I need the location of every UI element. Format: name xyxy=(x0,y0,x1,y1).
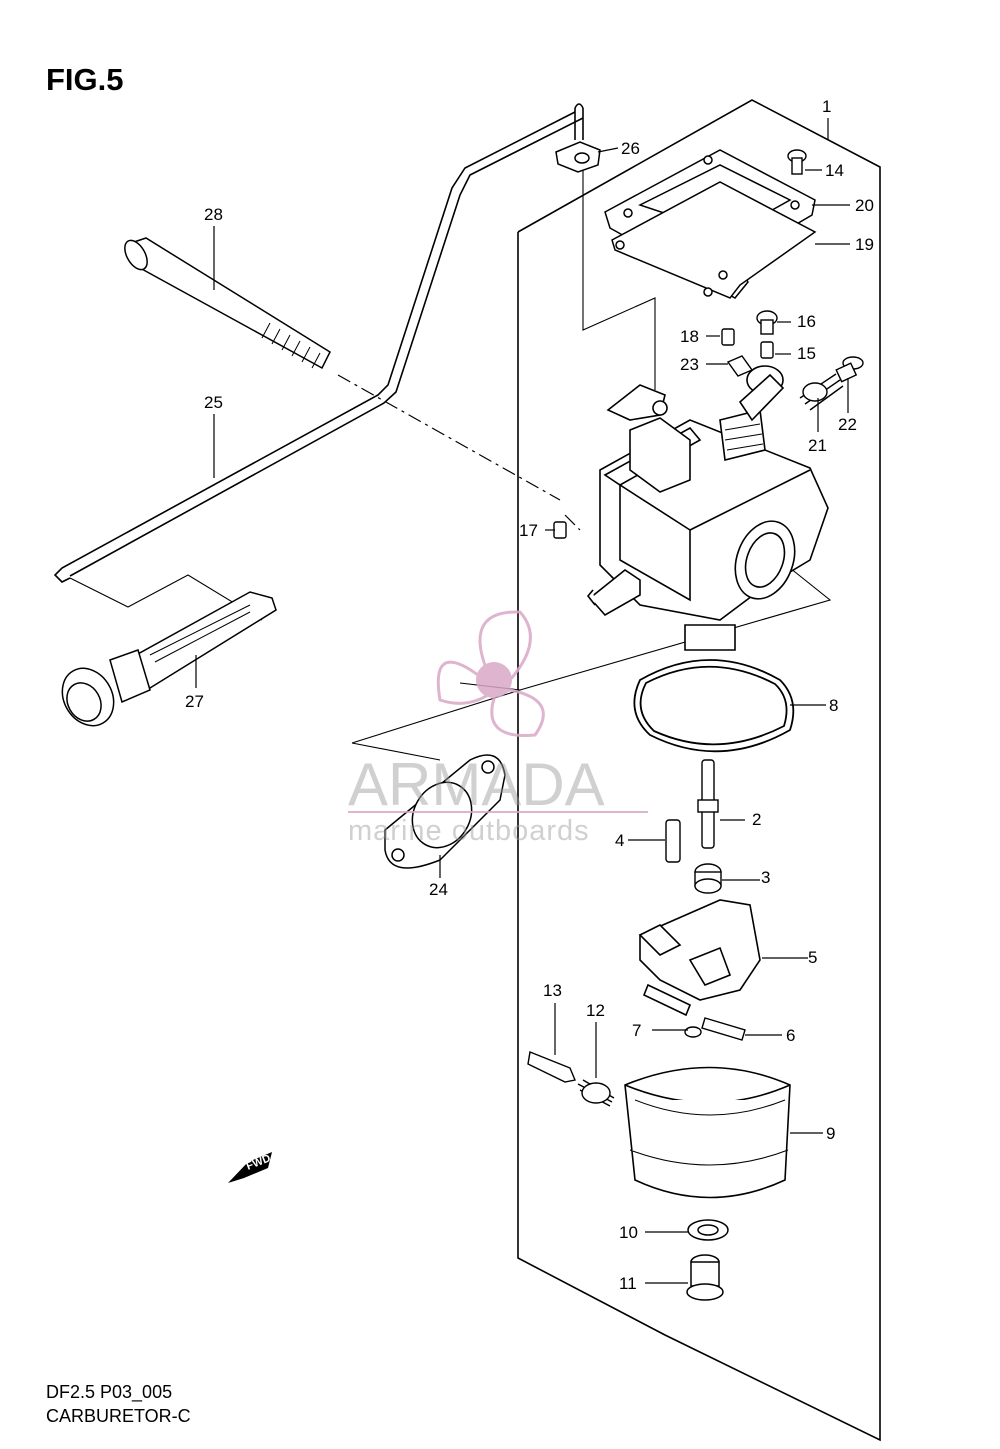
callout-16: 16 xyxy=(797,312,816,331)
clip-part xyxy=(555,141,601,173)
section-name: CARBURETOR-C xyxy=(46,1406,191,1426)
callout-28: 28 xyxy=(204,205,223,224)
callout-26: 26 xyxy=(621,139,640,158)
carburetor-body xyxy=(586,365,829,651)
callout-5: 5 xyxy=(808,948,817,967)
float-part xyxy=(638,899,761,1017)
callout-25: 25 xyxy=(204,393,223,412)
jets-parts xyxy=(665,759,722,894)
callout-9: 9 xyxy=(826,1124,835,1143)
watermark-logo: ARMADA marine outboards xyxy=(348,610,648,847)
watermark-tagline: marine outboards xyxy=(348,815,590,847)
callout-2: 2 xyxy=(752,810,761,829)
watermark-brand: ARMADA xyxy=(348,751,605,818)
callout-24: 24 xyxy=(429,880,448,899)
callout-leaders xyxy=(195,118,850,1284)
callout-8: 8 xyxy=(829,696,838,715)
drain-bolt-part xyxy=(686,1219,729,1301)
callout-14: 14 xyxy=(825,161,844,180)
float-bowl-part xyxy=(624,1066,791,1199)
callout-7: 7 xyxy=(632,1021,641,1040)
callout-21: 21 xyxy=(808,436,827,455)
callout-13: 13 xyxy=(543,981,562,1000)
gasket-plates xyxy=(604,149,817,299)
o-ring-part xyxy=(633,659,795,753)
callout-4: 4 xyxy=(615,831,624,850)
callout-1: 1 xyxy=(822,97,831,116)
callout-18: 18 xyxy=(680,327,699,346)
model-code: DF2.5 P03_005 xyxy=(46,1382,173,1402)
callout-12: 12 xyxy=(586,1001,605,1020)
callout-27: 27 xyxy=(185,692,204,711)
dashed-guides xyxy=(337,374,581,531)
callout-3: 3 xyxy=(761,868,770,887)
figure-title: FIG.5 xyxy=(46,62,124,97)
callout-17: 17 xyxy=(519,521,538,540)
propeller-icon xyxy=(436,610,545,737)
pin-part xyxy=(684,1017,746,1041)
pilot-screw-part xyxy=(527,1051,615,1107)
callout-11: 11 xyxy=(619,1274,637,1293)
callout-23: 23 xyxy=(680,355,699,374)
callout-19: 19 xyxy=(855,235,874,254)
callout-10: 10 xyxy=(619,1223,638,1242)
linkage-rod xyxy=(53,103,584,583)
choke-knob-part xyxy=(61,591,277,727)
callout-20: 20 xyxy=(855,196,874,215)
guide-lines xyxy=(69,170,832,761)
callout-15: 15 xyxy=(797,344,816,363)
fwd-arrow-icon: FWD xyxy=(228,1152,272,1183)
callout-labels: 1 2 3 4 5 6 7 8 9 10 11 12 13 14 15 16 1… xyxy=(185,97,874,1293)
bolt-part xyxy=(124,237,331,370)
callout-6: 6 xyxy=(786,1026,795,1045)
screws-springs xyxy=(553,149,864,539)
callout-22: 22 xyxy=(838,415,857,434)
assembly-box-outline xyxy=(517,99,881,1442)
